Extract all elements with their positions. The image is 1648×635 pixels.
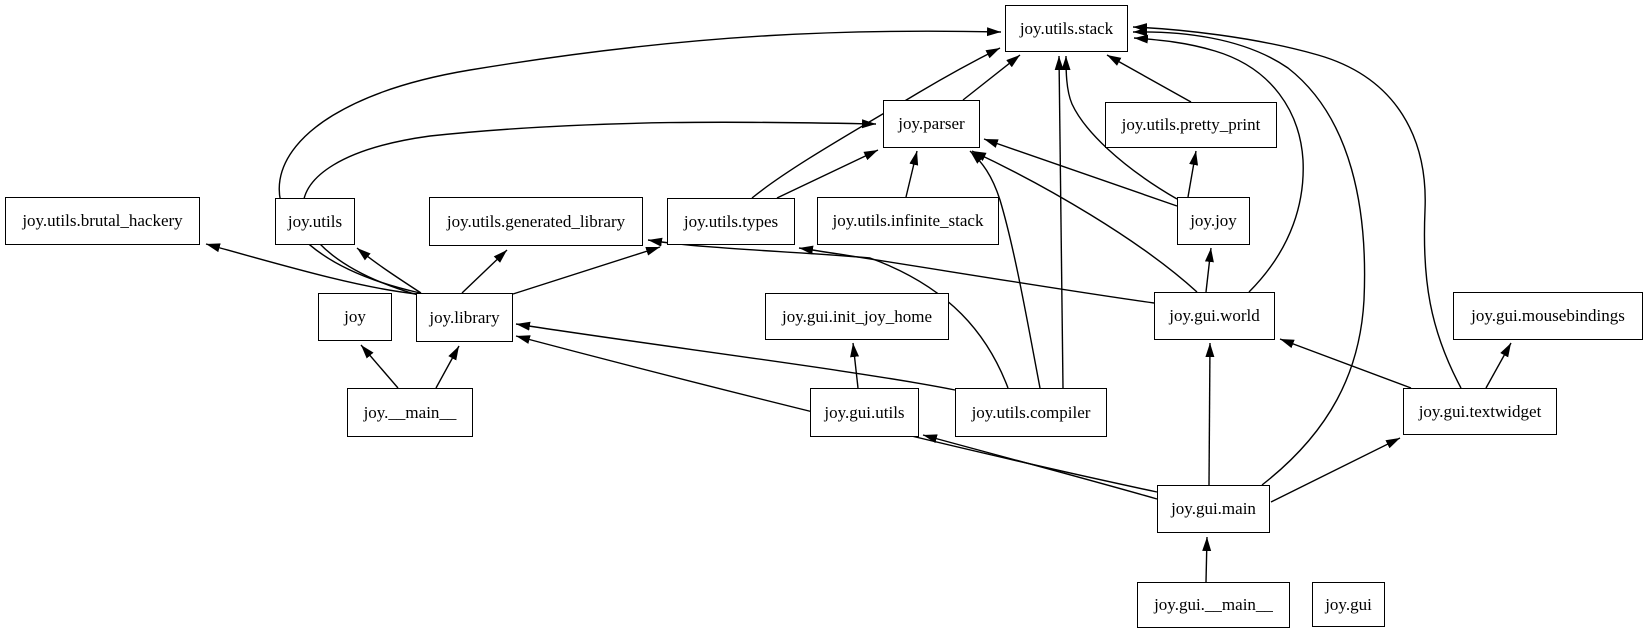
node-joy-main: joy.__main__ <box>347 388 473 437</box>
node-joy-utils-compiler: joy.utils.compiler <box>955 388 1107 437</box>
edge-joy-gui-world-to-joy-parser <box>971 150 1198 293</box>
node-joy-utils-stack: joy.utils.stack <box>1005 5 1128 52</box>
node-label: joy.joy <box>1190 211 1237 230</box>
edge-joy-utils-compiler-to-joy-library <box>515 321 956 391</box>
node-joy-library: joy.library <box>416 293 513 342</box>
edge-joy-joy-to-joy-utils-pretty-print <box>1187 150 1199 198</box>
node-joy-joy: joy.joy <box>1177 197 1250 245</box>
edge-joy-joy-to-joy-parser <box>983 138 1178 207</box>
node-label: joy.gui.__main__ <box>1154 595 1273 614</box>
node-joy-gui-main: joy.gui.main <box>1157 485 1270 533</box>
node-joy-utils-pretty-print: joy.utils.pretty_print <box>1105 102 1277 148</box>
edge-joy-gui-main-dunder-to-joy-gui-main <box>1202 536 1212 583</box>
node-label: joy.library <box>429 307 500 327</box>
node-label: joy.utils.stack <box>1019 18 1114 38</box>
edge-joy-gui-main-to-joy-gui-world <box>1205 342 1215 486</box>
edge-joy-library-to-joy-utils-types <box>512 246 661 295</box>
node-label: joy.gui.mousebindings <box>1471 306 1625 325</box>
node-joy-gui-mousebindings: joy.gui.mousebindings <box>1453 292 1643 340</box>
edge-joy-library-to-joy-utils <box>356 247 422 294</box>
node-label: joy.parser <box>898 114 965 133</box>
edge-joy-utils-compiler-to-joy-utils-stack <box>1054 55 1064 389</box>
edge-joy-main-to-joy-library <box>435 345 460 389</box>
edge-joy-library-to-joy-utils-brutal-hackery <box>205 243 418 295</box>
node-joy-gui-main-dunder: joy.gui.__main__ <box>1137 582 1290 628</box>
node-label: joy.utils.infinite_stack <box>832 211 984 230</box>
edge-joy-utils-infinite-stack-to-joy-parser <box>905 150 919 198</box>
node-label: joy.utils.types <box>683 211 779 231</box>
edge-joy-gui-textwidget-to-joy-utils-stack <box>1132 23 1462 389</box>
edge-joy-gui-main-to-joy-utils-stack <box>1132 27 1366 486</box>
node-joy-gui-textwidget: joy.gui.textwidget <box>1403 388 1557 435</box>
node-label: joy.gui.utils <box>824 402 905 422</box>
node-label: joy.gui.main <box>1171 499 1256 518</box>
edge-joy-utils-compiler-to-joy-parser <box>969 150 1041 389</box>
node-joy-gui-world: joy.gui.world <box>1154 292 1275 340</box>
edge-joy-main-to-joy <box>360 344 399 389</box>
edge-joy-joy-to-joy-utils-stack <box>1061 55 1178 200</box>
edge-joy-utils-compiler-to-joy-utils-generated-library <box>647 237 1009 389</box>
node-label: joy.utils <box>287 211 343 231</box>
node-joy-utils-infinite-stack: joy.utils.infinite_stack <box>817 197 999 245</box>
edge-joy-gui-world-to-joy-joy <box>1204 247 1214 293</box>
node-joy-parser: joy.parser <box>883 100 980 148</box>
edge-joy-gui-textwidget-to-joy-gui-world <box>1279 338 1412 389</box>
edge-joy-utils-types-to-joy-parser <box>776 149 879 199</box>
edge-joy-parser-to-joy-utils-stack <box>962 54 1021 101</box>
node-label: joy.utils.pretty_print <box>1121 115 1261 134</box>
edge-joy-gui-main-to-joy-gui-textwidget <box>1270 437 1401 503</box>
node-joy: joy <box>318 293 392 341</box>
edge-joy-gui-world-to-joy-utils-stack <box>1133 34 1304 293</box>
node-label: joy <box>344 307 366 326</box>
node-joy-gui: joy.gui <box>1312 582 1385 627</box>
node-joy-utils-types: joy.utils.types <box>667 198 795 245</box>
edge-joy-gui-world-to-joy-utils-types <box>798 245 1155 304</box>
node-label: joy.utils.compiler <box>971 402 1091 422</box>
node-joy-gui-init-joy-home: joy.gui.init_joy_home <box>765 293 949 340</box>
node-label: joy.utils.brutal_hackery <box>22 211 183 230</box>
node-joy-utils: joy.utils <box>275 198 355 245</box>
node-joy-utils-brutal-hackery: joy.utils.brutal_hackery <box>5 197 200 245</box>
node-label: joy.__main__ <box>363 402 457 422</box>
node-label: joy.gui.world <box>1169 306 1260 325</box>
node-label: joy.gui.init_joy_home <box>781 306 932 326</box>
node-joy-utils-generated-library: joy.utils.generated_library <box>429 197 643 246</box>
edge-joy-gui-textwidget-to-joy-gui-mousebindings <box>1485 342 1512 389</box>
edge-joy-utils-pretty-print-to-joy-utils-stack <box>1106 54 1192 103</box>
node-label: joy.gui <box>1325 594 1372 614</box>
node-joy-gui-utils: joy.gui.utils <box>810 388 919 437</box>
dependency-edges <box>205 23 1512 583</box>
edge-joy-library-to-joy-utils-generated-library <box>461 249 508 294</box>
edge-joy-gui-main-to-joy-gui-utils <box>922 434 1158 500</box>
node-label: joy.utils.generated_library <box>446 211 626 231</box>
edge-joy-gui-utils-to-joy-gui-init-joy-home <box>850 342 860 389</box>
node-label: joy.gui.textwidget <box>1418 401 1542 421</box>
